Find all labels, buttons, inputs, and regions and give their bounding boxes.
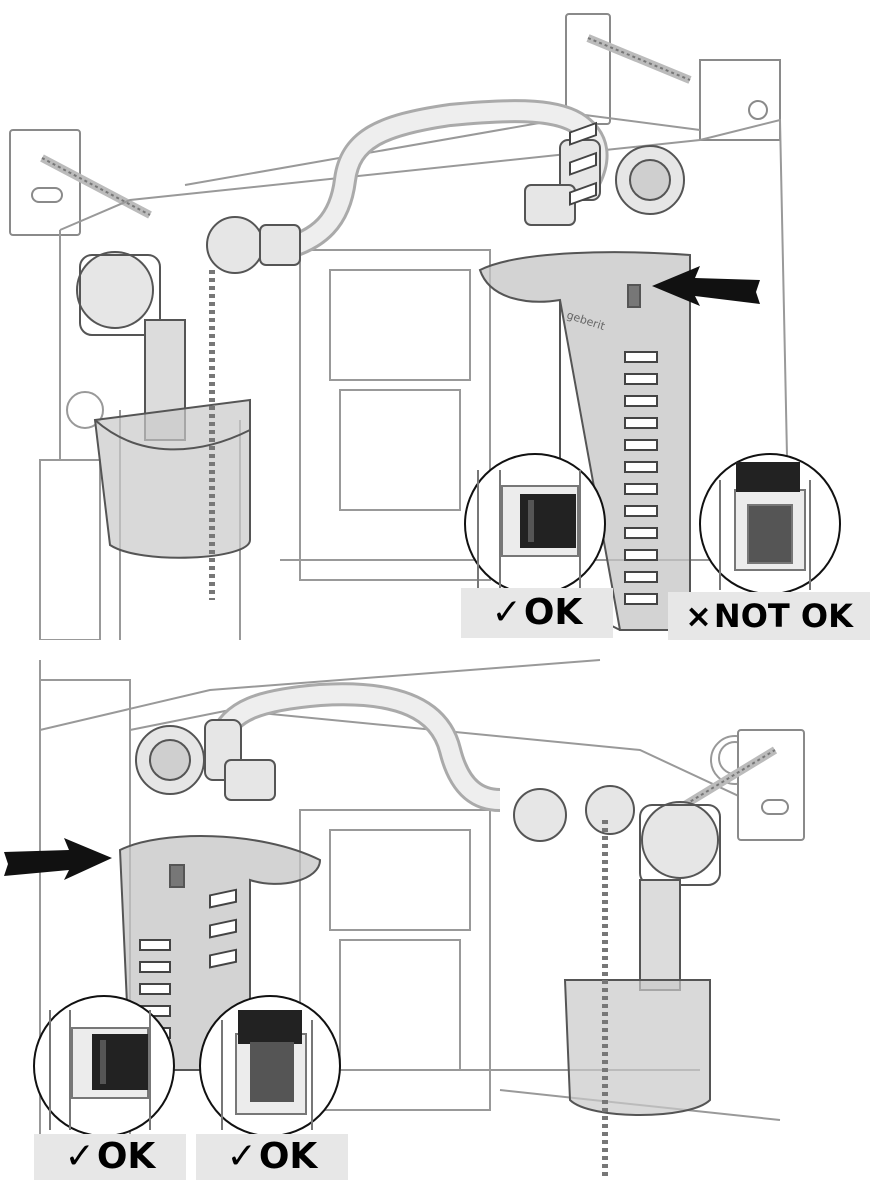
flexible-hose [276, 99, 609, 262]
top-panel: geberit [9, 13, 870, 640]
detail-circle-ok [464, 453, 606, 595]
detail-circle-ok-left [33, 995, 175, 1137]
threaded-rod-left [40, 154, 152, 219]
bottom-panel: ✓OK ✓OK [0, 650, 878, 1180]
valve-right-bottom [513, 785, 721, 886]
check-icon: ✓ [491, 592, 522, 633]
arrow-pointer-bottom [4, 838, 112, 880]
label-ok-right: ✓OK [196, 1134, 348, 1180]
cross-icon: × [685, 597, 712, 635]
valve-left-bottom [135, 719, 276, 801]
label-ok-right-text: OK [258, 1136, 318, 1177]
detail-circle-ok-right [199, 995, 341, 1137]
wall-bracket-right-bottom [737, 729, 805, 841]
check-icon: ✓ [226, 1136, 257, 1177]
height-scale [624, 351, 658, 605]
flexible-hose-bottom [208, 682, 501, 812]
arrow-pointer-top [652, 266, 760, 306]
label-ok-left: ✓OK [34, 1134, 186, 1180]
wall-bracket-left [9, 129, 81, 236]
label-ok-text: OK [523, 592, 583, 633]
bottom-installation-drawing [4, 659, 805, 1180]
label-ok: ✓OK [461, 588, 613, 638]
float-valve-right [563, 820, 711, 1180]
label-ok-left-text: OK [96, 1136, 156, 1177]
top-installation-drawing: geberit [9, 13, 841, 640]
float-valve-left [93, 270, 251, 600]
valve-left [76, 216, 301, 336]
detail-circle-not-ok [699, 453, 841, 595]
check-icon: ✓ [64, 1136, 95, 1177]
label-not-ok: ×NOT OK [668, 592, 870, 640]
threaded-rod-right [586, 34, 692, 84]
label-not-ok-text: NOT OK [713, 597, 853, 635]
overflow-shield [478, 121, 691, 631]
